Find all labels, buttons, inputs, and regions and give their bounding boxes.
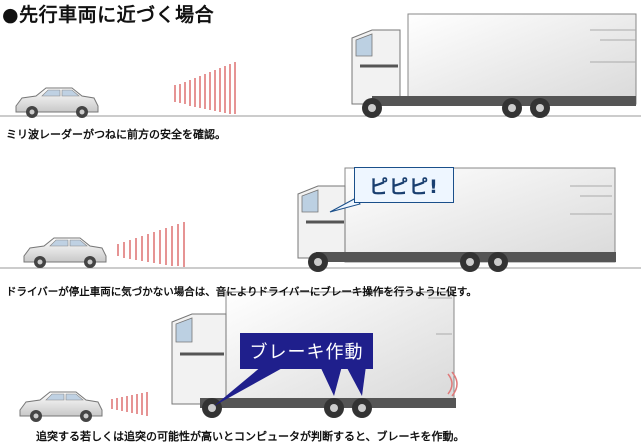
radar-waves [117, 222, 185, 267]
car [15, 87, 99, 118]
panel-1-scene [0, 13, 641, 118]
beep-bubble: ピピピ! [354, 167, 454, 203]
brake-callout-pointers [214, 366, 366, 406]
radar-waves [111, 392, 148, 416]
caption-2: ドライバーが停止車両に気づかない場合は、音によりドライバーにブレーキ操作を行うよ… [6, 286, 477, 298]
car [23, 237, 107, 268]
page-title: ●先行車両に近づく場合 [2, 4, 215, 26]
radar-waves [174, 62, 236, 114]
panel-2-scene [0, 167, 641, 272]
panel-3-scene [19, 291, 458, 422]
caption-1: ミリ波レーダーがつねに前方の安全を確認。 [6, 128, 226, 141]
truck [297, 167, 616, 272]
caption-3: 追突する若しくは追突の可能性が高いとコンピュータが判断すると、ブレーキを作動。 [36, 430, 465, 443]
truck [351, 13, 637, 118]
car [19, 391, 103, 422]
brake-callout: ブレーキ作動 [240, 333, 373, 369]
